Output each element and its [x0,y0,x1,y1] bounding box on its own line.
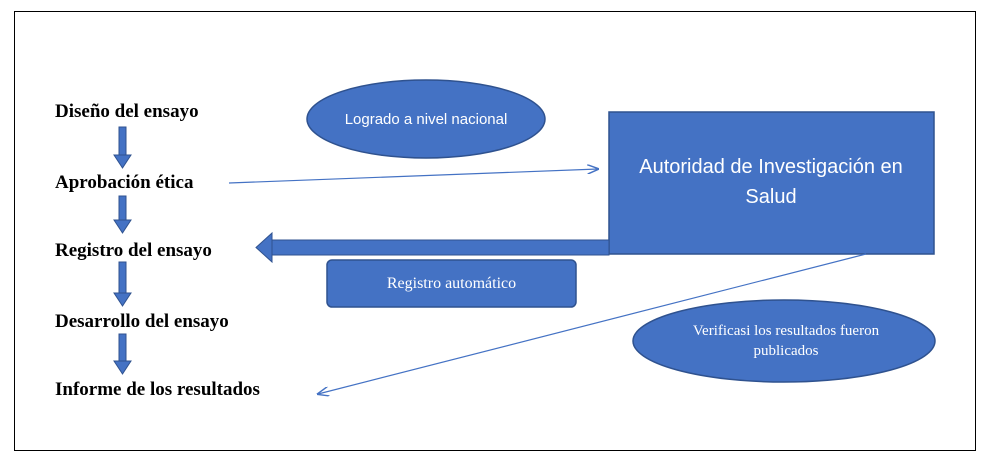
step-trial-conduct: Desarrollo del ensayo [55,311,229,332]
authority-box-text: Autoridad de Investigación en Salud [639,156,903,208]
authority-to-report-arrow [318,253,867,394]
step-trial-design: Diseño del ensayo [55,101,199,122]
down-arrow-1 [113,126,132,169]
down-arrow-3 [113,261,132,307]
diagram-frame [14,11,976,451]
auto-registration-text: Registro automático [386,274,517,292]
step-ethics-approval: Aprobación ética [55,172,194,193]
national-ellipse [306,79,546,159]
thick-left-arrow [255,231,610,264]
auto-registration-box [326,259,577,308]
down-arrow-4 [113,333,132,375]
verify-ellipse-text: Verificasi los resultados fueron publica… [692,323,880,359]
national-ellipse-text: Logrado a nivel nacional [344,110,508,128]
down-arrow-2 [113,195,132,234]
authority-box [608,111,935,255]
step-results-report: Informe de los resultados [55,379,260,400]
ethics-to-authority-arrow [228,169,598,184]
verify-ellipse [632,299,936,383]
step-trial-registration: Registro del ensayo [55,240,212,261]
